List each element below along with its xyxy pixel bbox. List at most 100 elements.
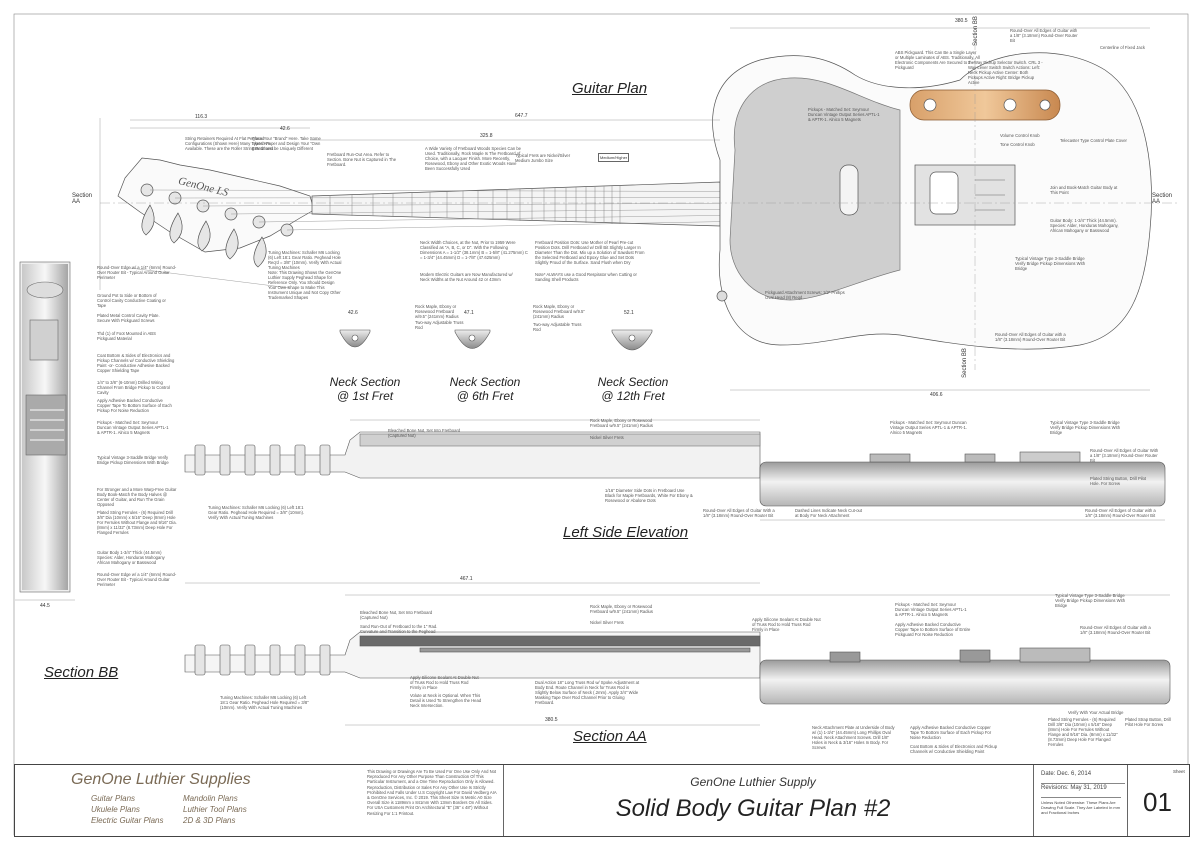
note-bridge-plan: Typical Vintage Type 3-Saddle Bridge Ver… [1015, 256, 1086, 271]
section-aa-view [184, 582, 1171, 726]
sheet-number: 01 [1143, 787, 1172, 817]
note-aa-bone: Bleached Bone Nut, Set Into Fretboard (C… [360, 610, 433, 620]
note-bb-body: Guitar Body 1-3/4" Thick (44.5mm) Specie… [97, 550, 165, 565]
note-pickups-plan: Pickups - Matched Set: Seymour Duncan Vi… [808, 107, 880, 122]
note-ls-ferrule: Plated String Button, Drill Pilot Hole. … [1090, 476, 1147, 486]
note-aa-silicone2: Apply Silicone Sealant At Double Nut of … [410, 675, 479, 690]
plan-list-item: 2D & 3D Plans [183, 816, 236, 825]
note-aa-tuners: Tuning Machines: Schaller M6 Locking (6)… [220, 695, 309, 710]
copyright-disclaimer: This Drawing or Drawings Are To Be Used … [367, 769, 497, 816]
section-aa-title: Section AA [573, 728, 647, 745]
note-ls-bridge: Typical Vintage Type 3-Saddle Bridge Ver… [1050, 420, 1121, 435]
title-cell [503, 765, 1034, 836]
control-plate [909, 89, 1061, 121]
note-pickguard: ABS Pickguard. This Can Be a Single Laye… [895, 50, 980, 70]
note-ls-frets: Nickel Silver Frets [590, 435, 624, 440]
note-bb-strong: For Stronger and a More Warp-Free Guitar… [97, 487, 177, 507]
fretboard-chip: Medium/Higher [598, 153, 630, 162]
meta-divider [1033, 765, 1034, 836]
note-ls-dots: 1/16" Diameter Side Dots in Fretboard Us… [605, 488, 693, 503]
dim-scale-length: 647.7 [515, 113, 528, 119]
neck-section-6th-fret: Neck Section @ 6th Fret [440, 375, 530, 403]
note-bb-pickups: Pickups - Matched Set: Seymour Duncan Vi… [97, 420, 169, 435]
neck-section-12-line2: @ 12th Fret [601, 389, 665, 403]
left-side-elevation-title: Left Side Elevation [563, 524, 689, 541]
section-aa-marker-right: Section AA [1152, 193, 1173, 205]
note-tuners: Tuning Machines: Schaller M6 Locking (6)… [268, 250, 342, 270]
section-bb-marker-bottom: Section BB [961, 348, 968, 378]
section-aa-marker-left: Section AA [72, 193, 93, 205]
neck-section-1st-fret: Neck Section @ 1st Fret [320, 375, 410, 403]
note-centerline: Centerline of Fixed Jack [1100, 45, 1145, 50]
note-position-dots: Fretboard Position Dots: Use Mother of P… [535, 240, 645, 265]
note-control-plate: Telecaster Type Control Plate Cover [1060, 138, 1127, 143]
note-aa-pickups: Pickups - Matched Set: Seymour Duncan Vi… [895, 602, 967, 617]
dim-neck-length: 467.1 [460, 576, 473, 582]
plan-list-item: Electric Guitar Plans [91, 816, 164, 825]
aa-tuners [194, 644, 331, 676]
note-jam-bolt: Join and Book-Match Guitar Body at This … [1050, 185, 1118, 195]
section-bb-title: Section BB [44, 664, 119, 681]
note-roundover-top: Round-Over All Edges of Guitar with a 1/… [1010, 28, 1078, 43]
dimension-lines [99, 27, 1150, 391]
note-aa-round: Round-Over All Edges of Guitar with a 1/… [1080, 625, 1151, 635]
section-bb-view [15, 261, 75, 601]
dim-thickness: 44.5 [40, 603, 50, 609]
plan-title: Solid Body Guitar Plan #2 [615, 795, 891, 822]
dim-section-aa: 380.5 [545, 717, 558, 723]
plan-list-right: Mandolin Plans Luthier Tool Plans 2D & 3… [183, 793, 247, 826]
note-ls-round2: Round-Over All Edges of Guitar With a 1/… [703, 508, 775, 518]
brand-name: GenOne Luthier Supplies [71, 771, 251, 788]
note-bb-thrd: Thd (1) of Foot Mounted in ABS Pickguard… [97, 331, 156, 341]
note-aa-frets: Nickel Silver Frets [590, 620, 624, 625]
note-bb-coat: Coat Bottom & Sides of Electronics and P… [97, 353, 175, 373]
note-ls-bone: Bleached Bone Nut, Set Into Fretboard (C… [388, 428, 461, 438]
neck-section-6-line1: Neck Section [449, 375, 521, 389]
note-bb-plate: Plated Metal Control Cavity Plate. Secur… [97, 313, 160, 323]
note-aa-copper2: Apply Adhesive Backed Conductive Copper … [910, 725, 992, 740]
note-neck-widths: Neck Width Choices, at the Nut, Prior to… [420, 240, 528, 260]
neck-section-1-line2: @ 1st Fret [336, 389, 394, 403]
note-fretboard-woods: A Wide Variety of Fretboard Woods Specie… [425, 146, 521, 171]
guitar-plan-view: GenOne LS [99, 27, 1180, 391]
revisions: Revisions: May 31, 2019 [1041, 783, 1125, 791]
note-aa-truss: Dual Action 18" Long Truss Rod w/ Spoke … [535, 680, 640, 705]
note-bb-drill: 1/4" to 3/8" (6-10mm) Drilled Wiring Cha… [97, 380, 170, 395]
headstock-outline [117, 157, 315, 253]
volume-knob [923, 98, 937, 112]
note-body-woods: Guitar Body: 1-3/4" Thick (44.5mm). Spec… [1050, 218, 1119, 233]
note-modern-widths: Modern Electric Guitars are Now Manufact… [420, 272, 513, 282]
note-brand-sticker: Place Your "Brand" Here. Take Some Sketc… [252, 136, 321, 151]
note-aa-silicone: Apply Silicone Sealant At Double Nut of … [752, 617, 821, 632]
company-name: GenOne Luthier Supply [690, 775, 816, 789]
note-ls-round: Round-Over All Edges of Guitar With a 1/… [1090, 448, 1159, 463]
note-aa-coat: Coat Bottom & Sides of Electronics and P… [910, 744, 998, 754]
dim-section-6th: 47.1 [464, 310, 474, 316]
note-bb-ferrules: Plated String Ferrules - (6) Required Dr… [97, 510, 177, 535]
note-bb-round2: Round-Over Edge w/ a 1/4" (6mm) Round-Ov… [97, 572, 177, 587]
dim-body-length: 406.6 [930, 392, 943, 398]
date: Date: Dec. 6, 2014 [1041, 771, 1092, 777]
elevation-tuners [194, 444, 331, 476]
scale-note: Unless Noted Otherwise: These Plans Are … [1041, 797, 1121, 815]
plan-list-left: Guitar Plans Ukulele Plans Electric Guit… [91, 793, 163, 826]
note-aa-bridge: Typical Vintage Type 3-Saddle Bridge Ver… [1055, 593, 1126, 608]
note-ls-tuners: Tuning Machines: Schaller M6 Locking (6)… [208, 505, 305, 520]
frets [329, 186, 621, 224]
dim-neck-width: 42.6 [280, 126, 290, 132]
note-bb-bridge: Typical Vintage 3-Saddle Bridge Verify B… [97, 455, 169, 465]
output-jack [716, 290, 728, 302]
note-rock-maple-1: Rock Maple, Ebony or Rosewood Fretboard … [415, 304, 459, 319]
note-aa-fretboard: Rock Maple, Ebony or Rosewood Fretboard … [590, 604, 653, 614]
note-rock-maple-2: Rock Maple, Ebony or Rosewood Fretboard … [533, 304, 585, 319]
note-aa-neckplate: Neck Attachment Plate at Underside of Bo… [812, 725, 895, 750]
note-truss-2: Two-way Adjustable Truss Rod [533, 322, 582, 332]
note-ls-pickups: Pickups - Matched Set: Seymour Duncan Vi… [890, 420, 967, 435]
sheet-divider [1127, 765, 1128, 836]
note-ls-dashed: Dashed Lines Indicate Neck Cut-out at Bo… [795, 508, 863, 518]
note-gloves: Note* ALWAYS use a Good Respirator when … [535, 272, 637, 282]
dim-nut-to-body: 325.8 [480, 133, 493, 139]
plan-list-item: Guitar Plans [91, 794, 136, 803]
plan-list-item: Luthier Tool Plans [183, 805, 247, 814]
note-roundover-bottom: Round-Over All Edges of Guitar with a 1/… [995, 332, 1066, 342]
